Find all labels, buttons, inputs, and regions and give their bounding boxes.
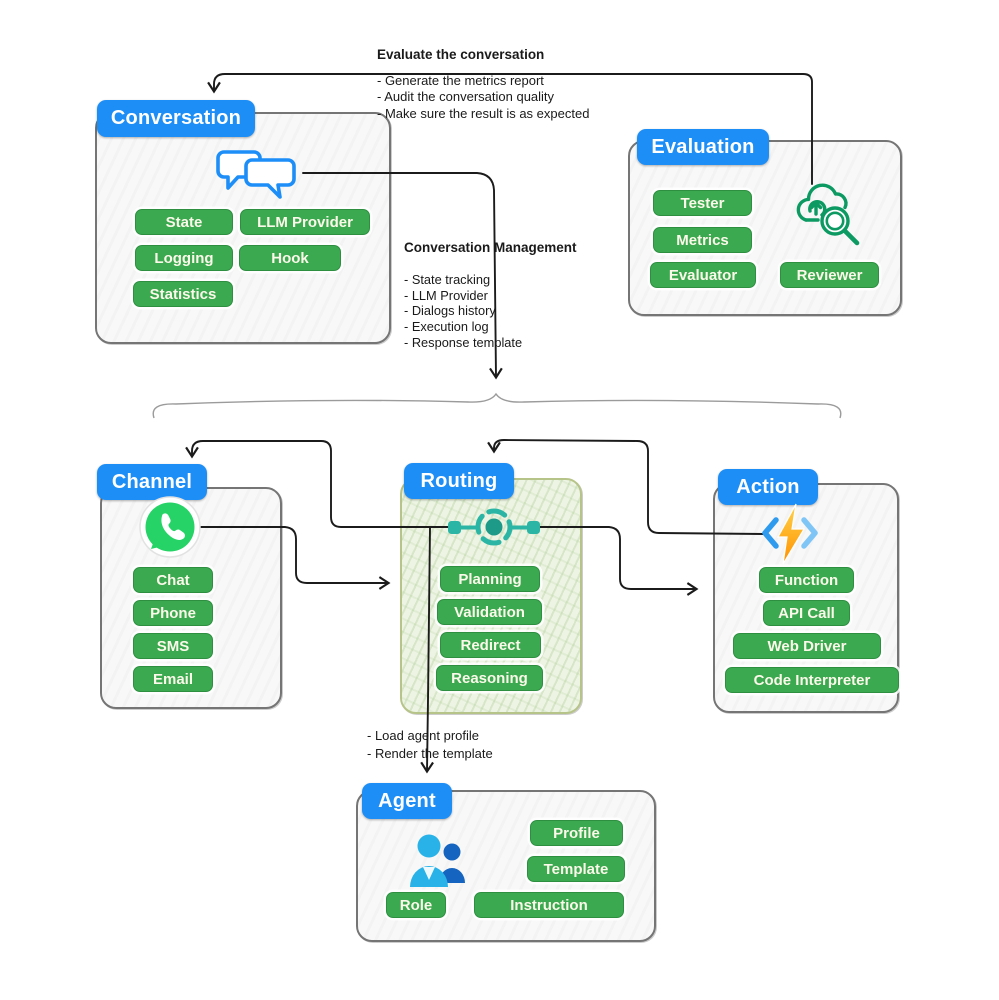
pill-email: Email <box>133 666 213 692</box>
pill-web-driver: Web Driver <box>733 633 881 659</box>
evaluation-header: Evaluation <box>637 129 769 165</box>
pill-logging: Logging <box>135 245 233 271</box>
arrow-routing-to-action <box>528 526 699 596</box>
pill-api-call: API Call <box>763 600 850 626</box>
management-bullet: - Dialogs history <box>404 303 496 319</box>
pill-statistics: Statistics <box>133 281 233 307</box>
arrow-channel-to-routing <box>199 526 391 590</box>
group-brace <box>152 392 842 419</box>
management-annotation: Conversation Management - State tracking… <box>404 240 577 351</box>
pill-instruction: Instruction <box>474 892 624 918</box>
pill-phone: Phone <box>133 600 213 626</box>
pill-template: Template <box>527 856 625 882</box>
action-header: Action <box>718 469 818 505</box>
pill-code-interpreter: Code Interpreter <box>725 667 899 693</box>
arrow-routing-to-agent <box>420 527 434 774</box>
pill-metrics: Metrics <box>653 227 752 253</box>
pill-function: Function <box>759 567 854 593</box>
pill-evaluator: Evaluator <box>650 262 756 288</box>
pill-chat: Chat <box>133 567 213 593</box>
chat-bubbles-icon <box>212 146 304 204</box>
pill-state: State <box>135 209 233 235</box>
agent-note-bullet: - Load agent profile <box>367 728 480 743</box>
pill-llm-provider: LLM Provider <box>240 209 370 235</box>
pill-role: Role <box>386 892 446 918</box>
conversation-header: Conversation <box>97 100 255 137</box>
evaluate-bullet: - Make sure the result is as expected <box>377 105 590 121</box>
arrow-evaluation-to-conversation <box>207 73 813 185</box>
management-annotation-title: Conversation Management <box>404 240 577 255</box>
routing-header: Routing <box>404 463 514 499</box>
agent-annotation: - Load agent profile - Render the templa… <box>367 727 493 762</box>
load-balancer-icon <box>444 500 544 554</box>
cloud-search-icon <box>786 178 872 256</box>
arrow-conversation-to-brace <box>302 172 503 380</box>
pill-sms: SMS <box>133 633 213 659</box>
management-bullet: - Response template <box>404 334 523 350</box>
pill-profile: Profile <box>530 820 623 846</box>
people-icon <box>402 830 474 894</box>
whatsapp-icon <box>138 495 202 559</box>
pill-planning: Planning <box>440 566 540 592</box>
management-bullet: - State tracking <box>404 271 491 287</box>
evaluate-bullet: - Audit the conversation quality <box>377 89 555 105</box>
arrow-routing-to-channel <box>185 440 460 528</box>
evaluate-annotation: Evaluate the conversation - Generate the… <box>377 47 589 122</box>
pill-reasoning: Reasoning <box>436 665 543 691</box>
evaluate-annotation-title: Evaluate the conversation <box>377 47 545 62</box>
pill-hook: Hook <box>239 245 341 271</box>
arrow-action-to-routing <box>487 439 764 535</box>
pill-tester: Tester <box>653 190 752 216</box>
evaluate-bullet: - Generate the metrics report <box>377 73 544 89</box>
pill-reviewer: Reviewer <box>780 262 879 288</box>
pill-validation: Validation <box>437 599 542 625</box>
agent-header: Agent <box>362 783 452 819</box>
function-lightning-icon <box>756 503 824 565</box>
management-bullet: - Execution log <box>404 319 489 335</box>
pill-redirect: Redirect <box>440 632 541 658</box>
management-bullet: - LLM Provider <box>404 287 488 303</box>
channel-header: Channel <box>97 464 207 500</box>
agent-note-bullet: - Render the template <box>367 745 493 761</box>
